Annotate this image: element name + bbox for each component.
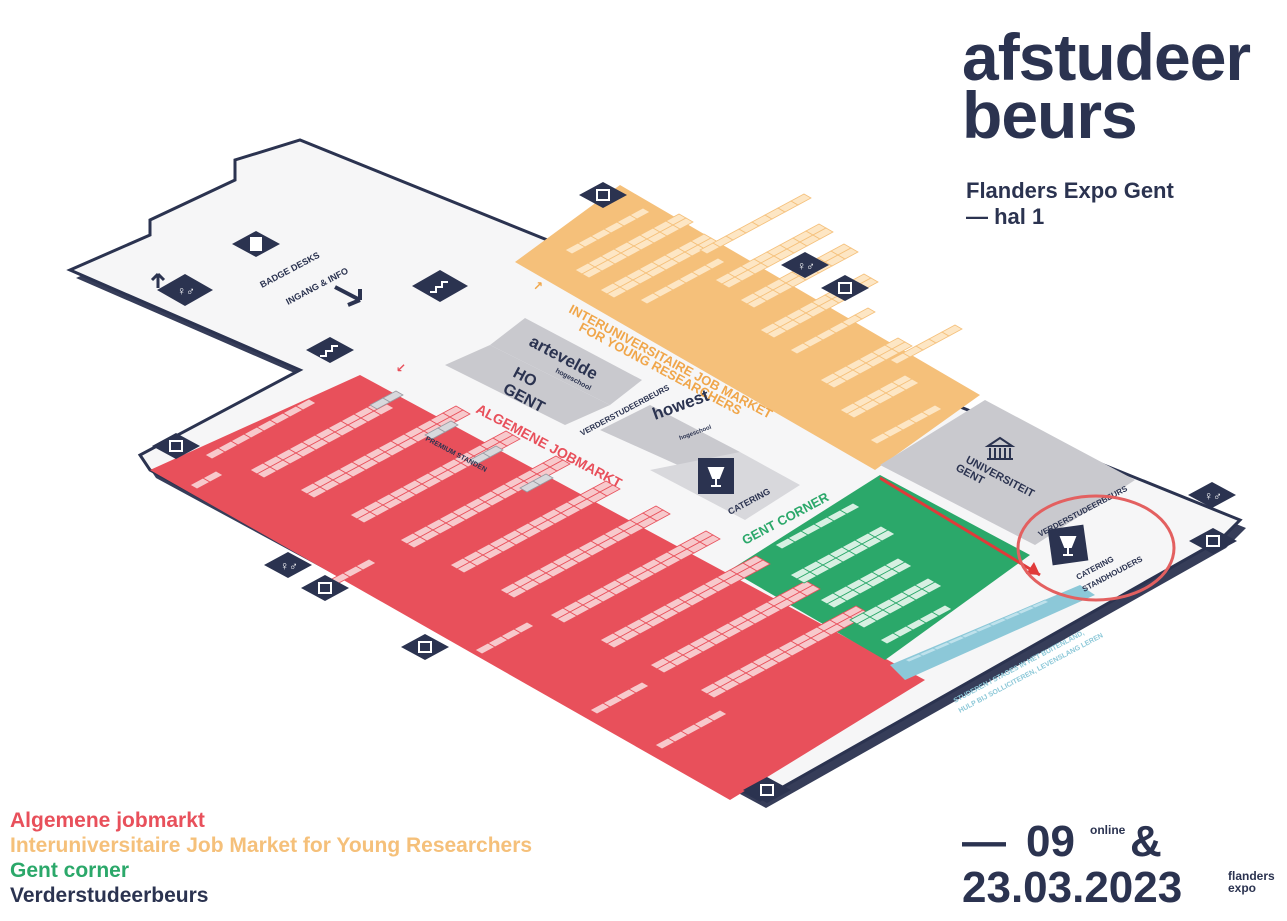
arrow-up-icon bbox=[150, 272, 166, 288]
exit-icon bbox=[401, 634, 449, 660]
svg-text:♀♂: ♀♂ bbox=[1204, 489, 1222, 503]
stand[interactable] bbox=[1030, 599, 1050, 609]
exit-icon bbox=[743, 777, 791, 803]
svg-text:♀♂: ♀♂ bbox=[177, 284, 195, 298]
stand[interactable] bbox=[837, 247, 859, 260]
organizer-line-1: flanders bbox=[1228, 869, 1275, 883]
date-amp: & bbox=[1130, 817, 1162, 866]
event-title: afstudeer beurs bbox=[962, 20, 1251, 152]
organizer-line-2: expo bbox=[1228, 881, 1257, 895]
svg-text:♀♂: ♀♂ bbox=[280, 559, 298, 573]
exit-icon bbox=[152, 433, 200, 459]
stairs-icon bbox=[412, 270, 468, 302]
catering-glass-icon bbox=[1047, 524, 1089, 566]
date-online: online bbox=[1090, 823, 1126, 837]
stand[interactable] bbox=[704, 257, 726, 270]
date-2: 23.03.2023 bbox=[962, 863, 1183, 912]
exit-icon bbox=[579, 182, 627, 208]
stand[interactable] bbox=[699, 534, 721, 547]
stand[interactable] bbox=[812, 227, 834, 240]
stand[interactable] bbox=[437, 420, 459, 433]
stand[interactable] bbox=[513, 621, 535, 634]
stand[interactable] bbox=[891, 341, 913, 354]
stand[interactable] bbox=[839, 502, 861, 515]
arrow-icon: ↙ bbox=[396, 361, 406, 375]
legend: Algemene jobmarkt Interuniversitaire Job… bbox=[10, 808, 532, 908]
venue: Flanders Expo Gent — hal 1 bbox=[966, 178, 1174, 230]
highlight-catering-standhouders bbox=[879, 476, 1176, 602]
stand[interactable] bbox=[749, 559, 771, 572]
id-badge-icon bbox=[232, 231, 280, 257]
toilet-icon: ♀♂ bbox=[264, 552, 312, 578]
stand[interactable] bbox=[295, 398, 317, 411]
stand[interactable] bbox=[202, 470, 224, 483]
toilet-icon: ♀♂ bbox=[1188, 482, 1236, 508]
stand[interactable] bbox=[921, 404, 943, 417]
title-line-2: beurs bbox=[962, 78, 1138, 152]
venue-line-1: Flanders Expo Gent bbox=[966, 178, 1174, 203]
stand[interactable] bbox=[891, 561, 913, 574]
stand[interactable] bbox=[898, 378, 920, 391]
venue-line-2: — hal 1 bbox=[966, 204, 1045, 229]
exit-icon bbox=[821, 275, 869, 301]
stand[interactable] bbox=[549, 459, 571, 472]
stand[interactable] bbox=[854, 307, 876, 320]
stand[interactable] bbox=[921, 581, 943, 594]
stand[interactable] bbox=[382, 390, 404, 403]
legend-jobmarkt: Algemene jobmarkt bbox=[10, 809, 205, 832]
arrow-down-icon bbox=[334, 285, 362, 307]
exit-icon bbox=[1189, 528, 1237, 554]
date-dash: — bbox=[962, 817, 1006, 866]
catering-glass-icon bbox=[698, 458, 734, 494]
toilet-icon: ♀♂ bbox=[781, 252, 829, 278]
stairs-icon bbox=[306, 337, 354, 363]
svg-text:♀♂: ♀♂ bbox=[797, 259, 815, 273]
stand[interactable] bbox=[931, 604, 953, 617]
stand[interactable] bbox=[672, 217, 694, 230]
zone-universiteit-gent[interactable] bbox=[880, 400, 1135, 545]
stand[interactable] bbox=[799, 584, 821, 597]
stand[interactable] bbox=[499, 434, 521, 447]
toilet-icon: ♀♂ bbox=[157, 274, 213, 306]
stand[interactable] bbox=[629, 207, 651, 220]
exit-icon bbox=[301, 575, 349, 601]
date-day1: 09 bbox=[1026, 817, 1075, 866]
stand[interactable] bbox=[532, 473, 554, 486]
map-icons: ♀♂ ♀♂ ♀♂ ♀♂ bbox=[150, 182, 1237, 803]
school-blocks bbox=[445, 318, 800, 520]
stand[interactable] bbox=[874, 529, 896, 542]
stand[interactable] bbox=[449, 409, 471, 422]
legend-gent-corner: Gent corner bbox=[10, 859, 130, 882]
university-building-icon bbox=[984, 436, 1016, 460]
arrow-icon: ↗ bbox=[533, 279, 543, 293]
stand[interactable] bbox=[628, 681, 650, 694]
stand-grid bbox=[189, 193, 1050, 750]
stand[interactable] bbox=[649, 509, 671, 522]
legend-verderstudeer: Verderstudeerbeurs bbox=[10, 884, 209, 907]
stand[interactable] bbox=[482, 445, 504, 458]
stand[interactable] bbox=[706, 709, 728, 722]
zone-verderstudeer-strip[interactable] bbox=[890, 585, 1095, 680]
title-line-1: afstudeer bbox=[962, 20, 1251, 94]
stand[interactable] bbox=[599, 484, 621, 497]
stand[interactable] bbox=[941, 324, 963, 337]
legend-researchers: Interuniversitaire Job Market for Young … bbox=[10, 834, 533, 857]
stand[interactable] bbox=[790, 193, 812, 206]
stand[interactable] bbox=[355, 558, 377, 571]
